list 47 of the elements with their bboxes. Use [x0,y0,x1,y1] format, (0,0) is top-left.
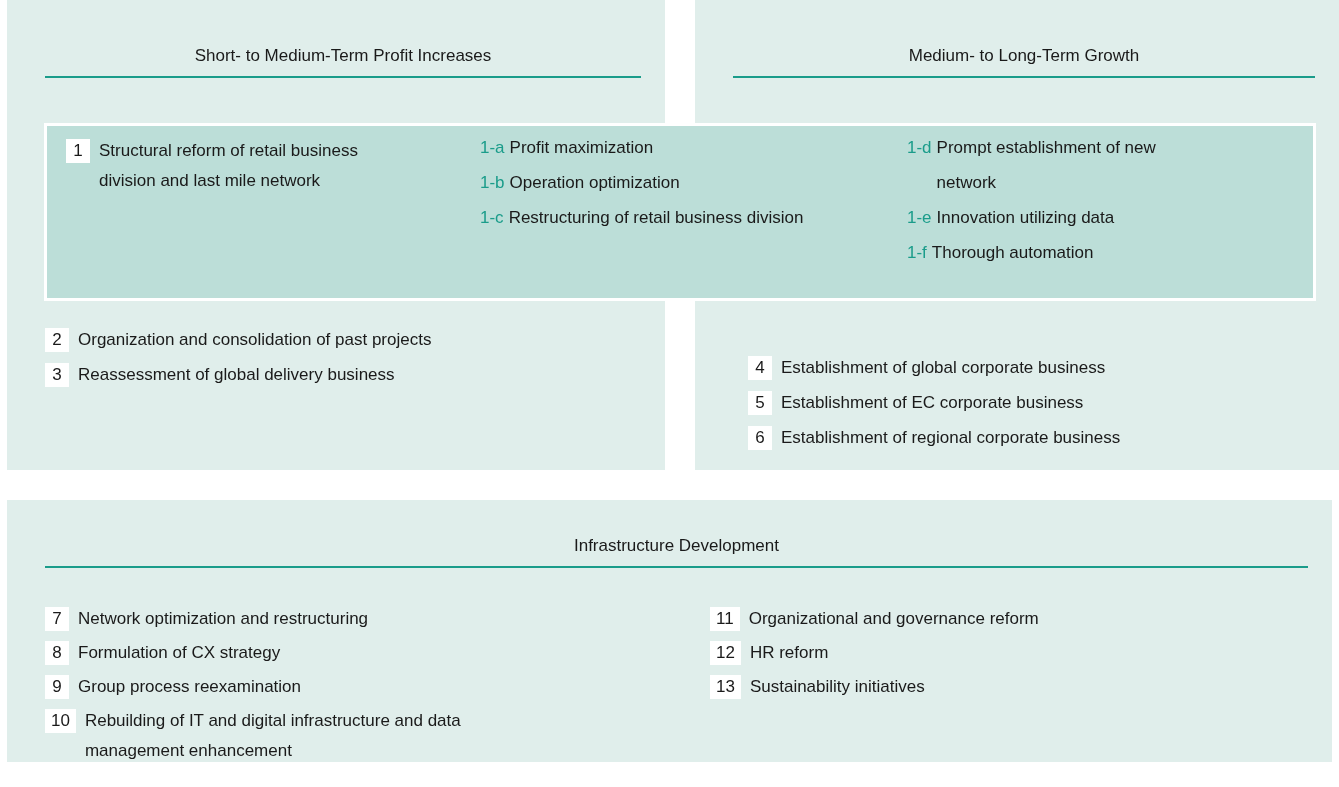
item-text: Establishment of EC corporate business [781,392,1085,414]
item-text: Network optimization and restructuring [78,608,370,630]
number-badge: 3 [45,363,69,387]
number-badge: 10 [45,709,76,733]
item-text: Restructuring of retail business division [508,207,804,229]
item-text: Sustainability initiatives [749,676,926,698]
item-number: 1-e [907,207,932,229]
number-badge: 13 [710,675,741,699]
number-badge: 12 [710,641,741,665]
item-text: Establishment of regional corporate business [781,427,1122,449]
item-text: Structural reform of retail business division and last mile network [99,140,359,192]
number-badge: 6 [748,426,772,450]
item-text: Establishment of global corporate business [781,357,1107,379]
section-heading: Infrastructure Development [573,535,779,557]
section-panel [695,0,1339,123]
item-text: Operation optimization [509,172,680,194]
section-panel [7,301,665,470]
item-text: Group process reexamination [78,676,302,698]
number-badge: 4 [748,356,772,380]
section-panel [695,301,1339,470]
number-badge: 1 [66,139,90,163]
number-badge: 2 [45,328,69,352]
item-text: Innovation utilizing data [936,207,1115,229]
item-text: HR reform [749,642,830,664]
section-heading: Short- to Medium-Term Profit Increases [194,45,492,67]
item-number: 1-a [480,137,505,159]
number-badge: 5 [748,391,772,415]
item-number: 1-f [907,242,927,264]
item-text: Profit maximization [509,137,654,159]
item-text: Organizational and governance reform [748,608,1040,630]
highlight-band [44,123,1316,301]
section-heading: Medium- to Long-Term Growth [908,45,1140,67]
item-number: 1-b [480,172,505,194]
item-text: Rebuilding of IT and digital infrastructure and data management enhancement [84,710,462,762]
number-badge: 7 [45,607,69,631]
item-text: Prompt establishment of new network [936,137,1157,194]
section-panel [7,0,665,123]
item-text: Reassessment of global delivery business [78,364,396,386]
item-text: Formulation of CX strategy [78,642,282,664]
item-number: 1-c [480,207,504,229]
number-badge: 11 [710,607,740,631]
number-badge: 8 [45,641,69,665]
section-panel [7,500,1332,762]
number-badge: 9 [45,675,69,699]
item-text: Organization and consolidation of past projects [78,329,433,351]
item-text: Thorough automation [931,242,1094,264]
item-number: 1-d [907,137,932,159]
